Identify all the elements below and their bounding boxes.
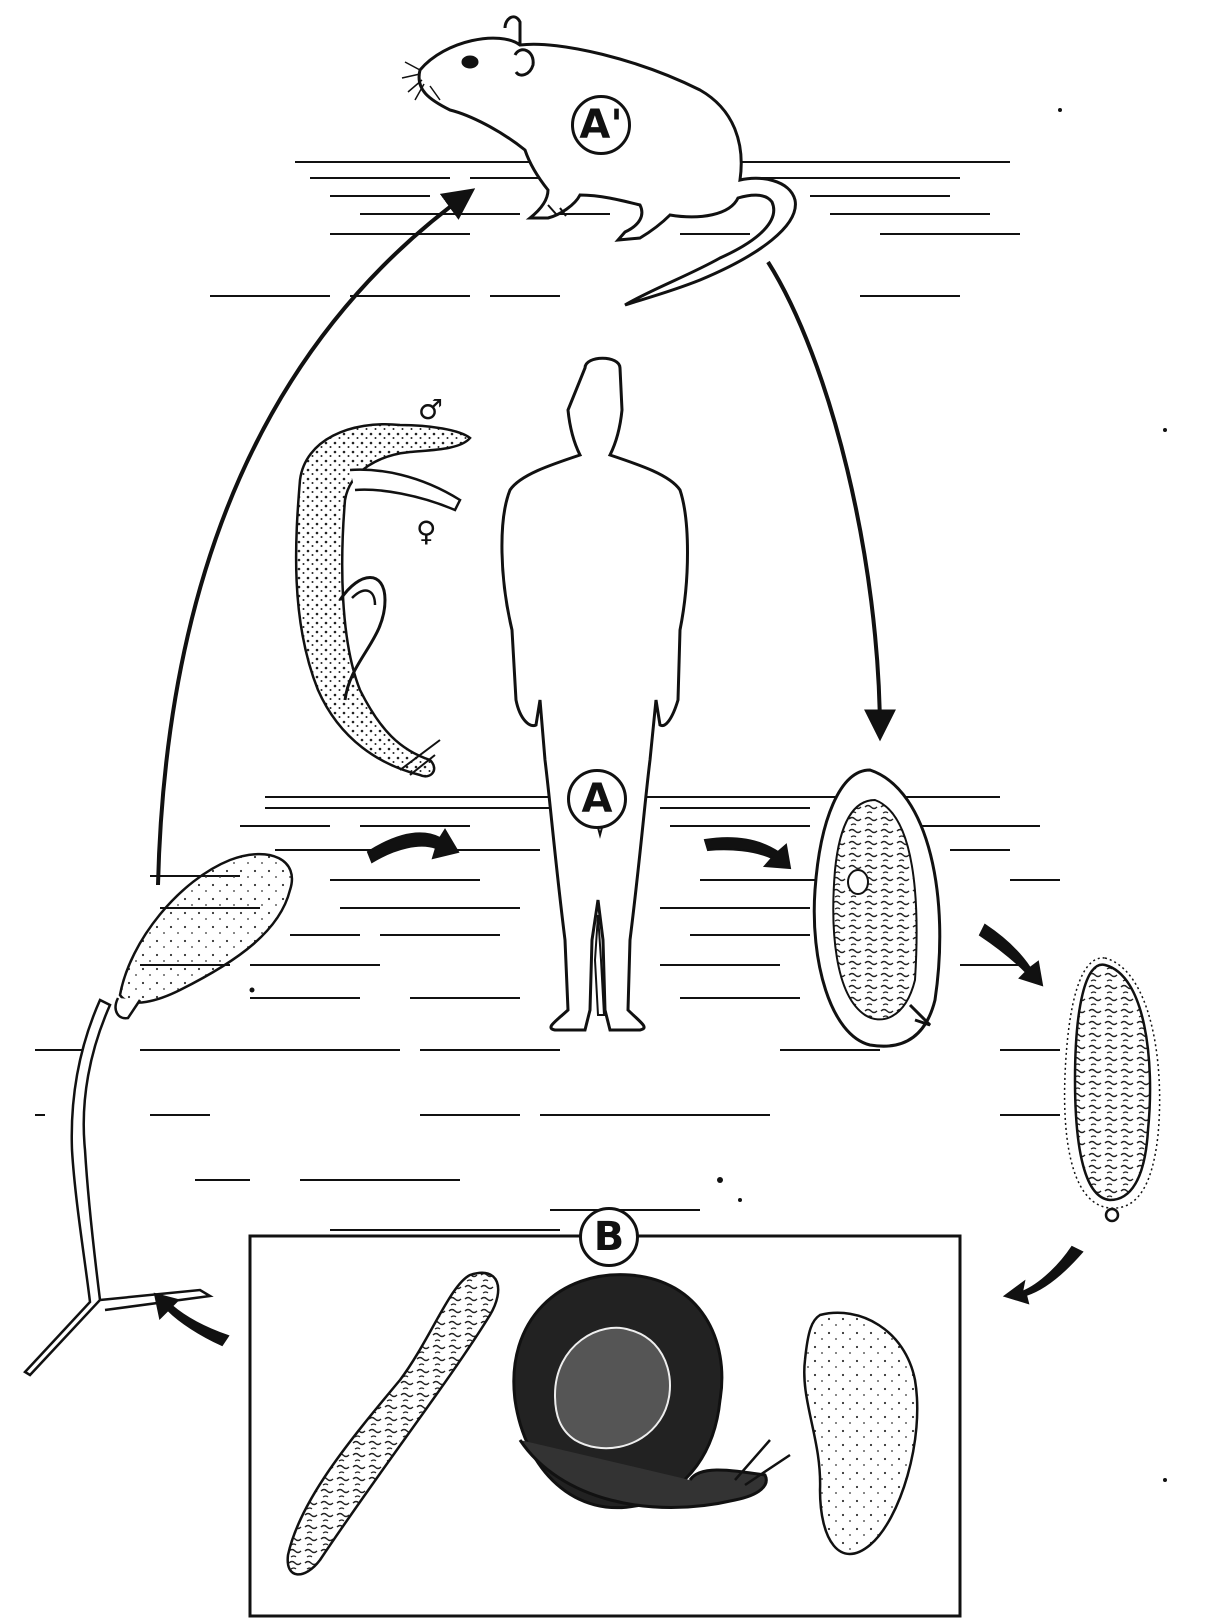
egg-icon: [814, 770, 940, 1046]
arrow-icon: [155, 1294, 228, 1345]
arrow-icon: [705, 838, 790, 868]
arrow-icon: [368, 830, 458, 862]
adult-worm-pair-icon: [296, 424, 470, 776]
label-human-host: A: [567, 769, 627, 829]
label-reservoir-host: A': [571, 95, 631, 155]
female-symbol: ♀: [416, 518, 437, 546]
miracidium-icon: [1065, 958, 1160, 1221]
arrow-icon: [980, 925, 1042, 985]
rodent-icon: [402, 17, 795, 305]
male-symbol: ♂: [418, 396, 443, 424]
human-silhouette-icon: [502, 358, 688, 1030]
arrow-icon: [1005, 1247, 1082, 1303]
label-intermediate-host: B: [579, 1207, 639, 1267]
